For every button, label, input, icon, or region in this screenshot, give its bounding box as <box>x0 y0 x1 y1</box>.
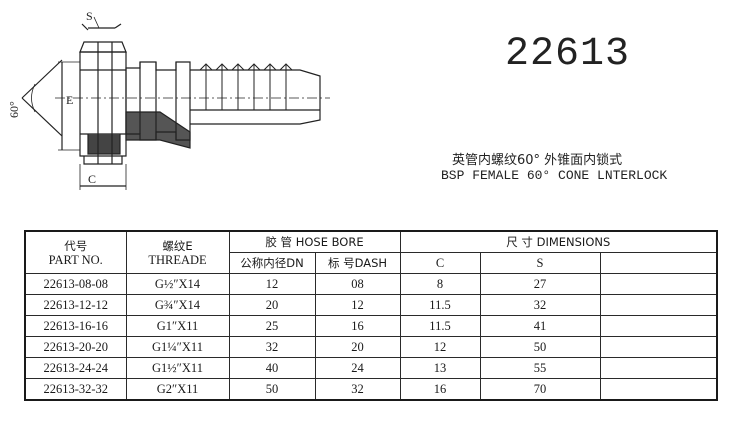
cell-part-no: 22613-20-20 <box>24 336 127 358</box>
header-part-no-cn: 代号 <box>64 238 88 253</box>
cell-blank <box>599 378 719 401</box>
table-row: 22613-16-16 G1″X11 25 16 11.5 41 <box>24 315 719 337</box>
header-row-2: 公称内径DN 标 号DASH C S <box>25 252 719 274</box>
header-part-no: 代号 PART NO. <box>24 230 127 274</box>
cell-thread: G¾″X14 <box>125 294 230 316</box>
dim-e-label: E <box>66 93 73 107</box>
cell-c: 11.5 <box>399 294 481 316</box>
cell-dash: 20 <box>314 336 401 358</box>
header-part-no-en: PART NO. <box>48 252 103 267</box>
part-number-heading: 22613 <box>505 32 631 77</box>
table-row: 22613-24-24 G1½″X11 40 24 13 55 <box>24 357 719 379</box>
cell-dn: 12 <box>228 273 316 295</box>
header-thread-cn: 螺纹E <box>162 238 193 253</box>
cell-dn: 32 <box>228 336 316 358</box>
title-chinese: 英管内螺纹60° 外锥面内锁式 <box>452 153 623 168</box>
cell-blank <box>599 273 719 295</box>
header-s: S <box>479 252 601 274</box>
cell-s: 27 <box>479 273 601 295</box>
header-thread: 螺纹E THREADE <box>125 230 230 274</box>
cell-dn: 25 <box>228 315 316 337</box>
cell-part-no: 22613-08-08 <box>24 273 127 295</box>
cell-s: 32 <box>479 294 601 316</box>
cell-dash: 32 <box>314 378 401 401</box>
cell-dn: 50 <box>228 378 316 401</box>
cell-blank <box>599 336 719 358</box>
header-dimensions: 尺 寸 DIMENSIONS <box>399 230 719 253</box>
header-thread-en: THREADE <box>148 252 207 267</box>
table-row: 22613-20-20 G1¼″X11 32 20 12 50 <box>24 336 719 358</box>
cell-c: 12 <box>399 336 481 358</box>
header-dash: 标 号DASH <box>314 252 401 274</box>
cell-thread: G1½″X11 <box>125 357 230 379</box>
dim-c-label: C <box>88 172 96 186</box>
cell-blank <box>599 315 719 337</box>
cell-dn: 40 <box>228 357 316 379</box>
dim-s-label: S <box>86 9 93 23</box>
fitting-drawing: S E C 60° <box>7 9 330 190</box>
cell-c: 11.5 <box>399 315 481 337</box>
cell-s: 70 <box>479 378 601 401</box>
cell-part-no: 22613-32-32 <box>24 378 127 401</box>
cell-blank <box>599 294 719 316</box>
cell-thread: G½″X14 <box>125 273 230 295</box>
cell-dn: 20 <box>228 294 316 316</box>
cell-thread: G1¼″X11 <box>125 336 230 358</box>
table-row: 22613-12-12 G¾″X14 20 12 11.5 32 <box>24 294 719 316</box>
cell-dash: 12 <box>314 294 401 316</box>
cell-part-no: 22613-12-12 <box>24 294 127 316</box>
cell-thread: G1″X11 <box>125 315 230 337</box>
title-english: BSP FEMALE 60° CONE LNTERLOCK <box>441 168 668 183</box>
cell-dash: 24 <box>314 357 401 379</box>
cell-s: 50 <box>479 336 601 358</box>
table-row: 22613-08-08 G½″X14 12 08 8 27 <box>24 273 719 295</box>
cell-blank <box>599 357 719 379</box>
cell-s: 55 <box>479 357 601 379</box>
cell-c: 13 <box>399 357 481 379</box>
cell-thread: G2″X11 <box>125 378 230 401</box>
cell-dash: 08 <box>314 273 401 295</box>
cell-part-no: 22613-24-24 <box>24 357 127 379</box>
spec-table: 代号 PART NO. 螺纹E THREADE 胶 管 HOSE BORE 尺 … <box>24 230 719 401</box>
header-c: C <box>399 252 481 274</box>
header-row-1: 代号 PART NO. 螺纹E THREADE 胶 管 HOSE BORE 尺 … <box>24 230 719 274</box>
table-row: 22613-32-32 G2″X11 50 32 16 70 <box>24 378 719 401</box>
header-blank <box>599 252 719 274</box>
angle-label: 60° <box>7 101 21 118</box>
cell-s: 41 <box>479 315 601 337</box>
header-dn: 公称内径DN <box>228 252 316 274</box>
cell-dash: 16 <box>314 315 401 337</box>
cell-part-no: 22613-16-16 <box>24 315 127 337</box>
header-hose-bore: 胶 管 HOSE BORE <box>228 230 401 253</box>
cell-c: 16 <box>399 378 481 401</box>
cell-c: 8 <box>399 273 481 295</box>
